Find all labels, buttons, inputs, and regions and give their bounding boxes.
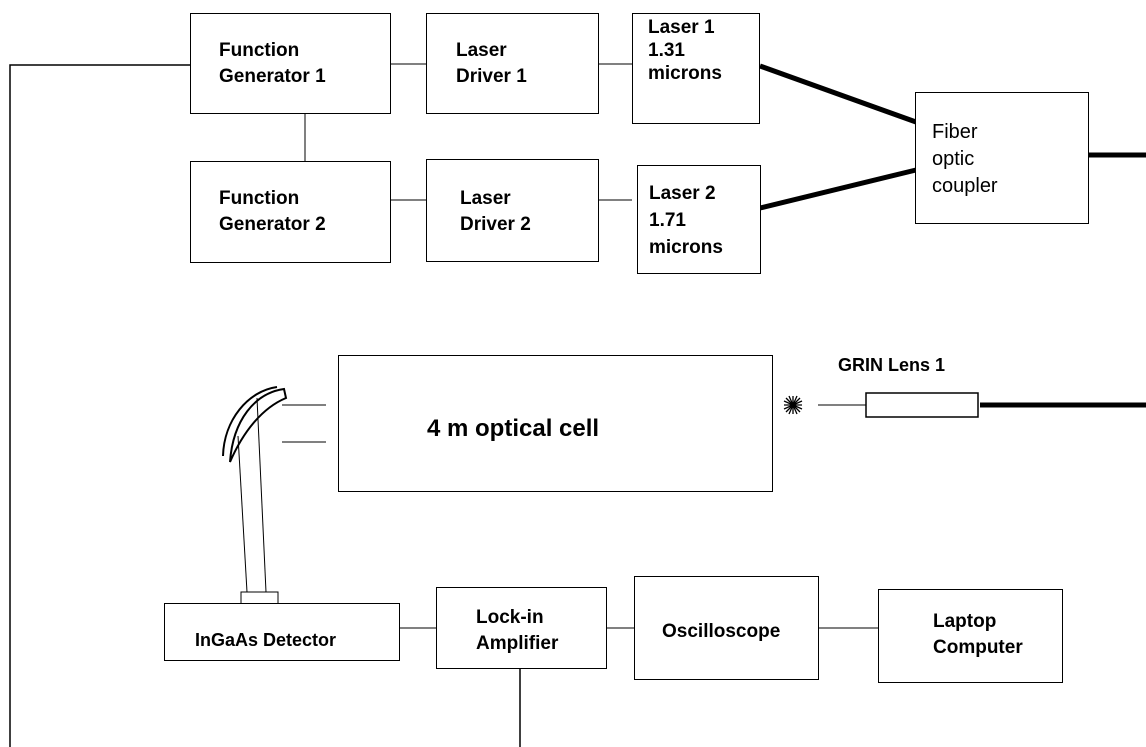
mirror-back-curve	[222, 386, 278, 457]
curved-mirror	[229, 387, 288, 463]
beam-spot-icon	[783, 395, 803, 415]
laser-driver-1: Laser Driver 1	[426, 13, 599, 114]
ingaas-detector-label: InGaAs Detector	[195, 630, 337, 650]
wire-left-return	[9, 64, 192, 747]
beam-to-detector-right	[256, 397, 267, 593]
laser-2: Laser 2 1.71 microns	[637, 165, 761, 274]
beam-to-detector-left	[237, 435, 248, 593]
fiber-optic-coupler: Fiber optic coupler	[915, 92, 1089, 224]
fiber-laser2-coupler	[759, 167, 917, 211]
laser-2-label: Laser 2 1.71 microns	[649, 183, 723, 258]
laser-1-label: Laser 1 1.31 microns	[648, 17, 722, 84]
lock-in-amplifier: Lock-in Amplifier	[436, 587, 607, 669]
laser-driver-1-label: Laser Driver 1	[456, 40, 527, 87]
laptop-computer: Laptop Computer	[878, 589, 1063, 683]
laser-1: Laser 1 1.31 microns	[632, 13, 760, 124]
function-generator-1-label: Function Generator 1	[219, 40, 326, 87]
fiber-laser1-coupler	[759, 63, 917, 125]
laptop-computer-label: Laptop Computer	[933, 611, 1023, 658]
grin-lens-label: GRIN Lens 1	[838, 355, 946, 375]
optical-cell: 4 m optical cell	[338, 355, 773, 492]
oscilloscope-label: Oscilloscope	[662, 621, 781, 642]
function-generator-1: Function Generator 1	[190, 13, 391, 114]
oscilloscope: Oscilloscope	[634, 576, 819, 680]
optical-cell-label: 4 m optical cell	[427, 415, 600, 442]
grin-lens	[865, 392, 979, 418]
fiber-optic-coupler-label: Fiber optic coupler	[932, 121, 998, 197]
laser-driver-2: Laser Driver 2	[426, 159, 599, 262]
laser-driver-2-label: Laser Driver 2	[460, 188, 531, 235]
function-generator-2: Function Generator 2	[190, 161, 391, 263]
lock-in-amplifier-label: Lock-in Amplifier	[476, 607, 559, 654]
function-generator-2-label: Function Generator 2	[219, 188, 326, 235]
ingaas-detector: InGaAs Detector	[164, 603, 400, 661]
